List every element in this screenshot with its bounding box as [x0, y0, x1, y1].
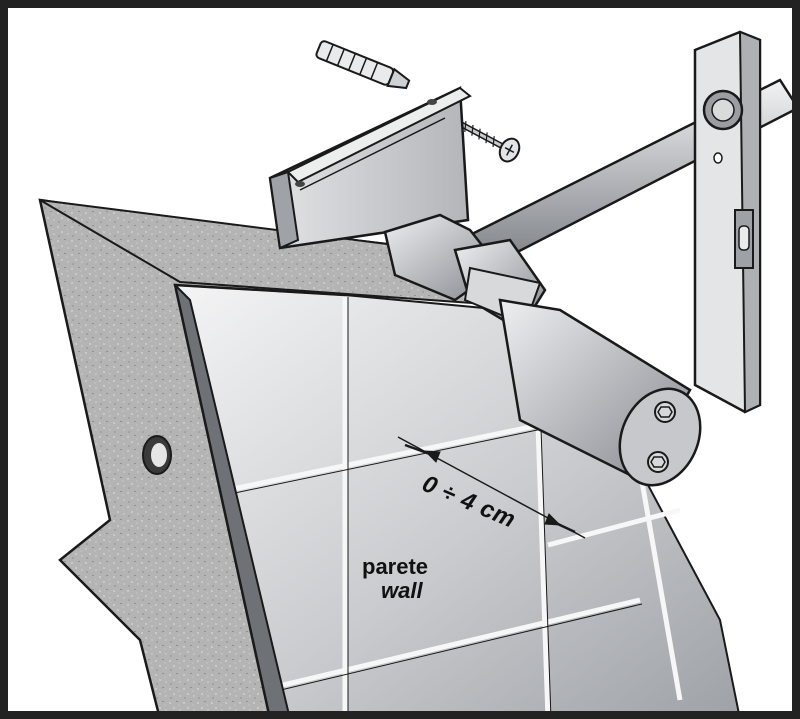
- bracket-icon: [268, 86, 472, 250]
- spirit-level-icon: [693, 30, 762, 414]
- wall-label-italian: parete: [362, 554, 429, 579]
- rod-holder: [383, 213, 702, 487]
- dimension-line: [397, 436, 586, 539]
- tiled-wall: [38, 198, 742, 719]
- set-screw-icon: [654, 401, 676, 423]
- tile-grout: [227, 295, 683, 719]
- wall-label-english: wall: [381, 578, 423, 603]
- set-screw-icon: [647, 451, 669, 473]
- wall-plug-icon: [315, 40, 411, 90]
